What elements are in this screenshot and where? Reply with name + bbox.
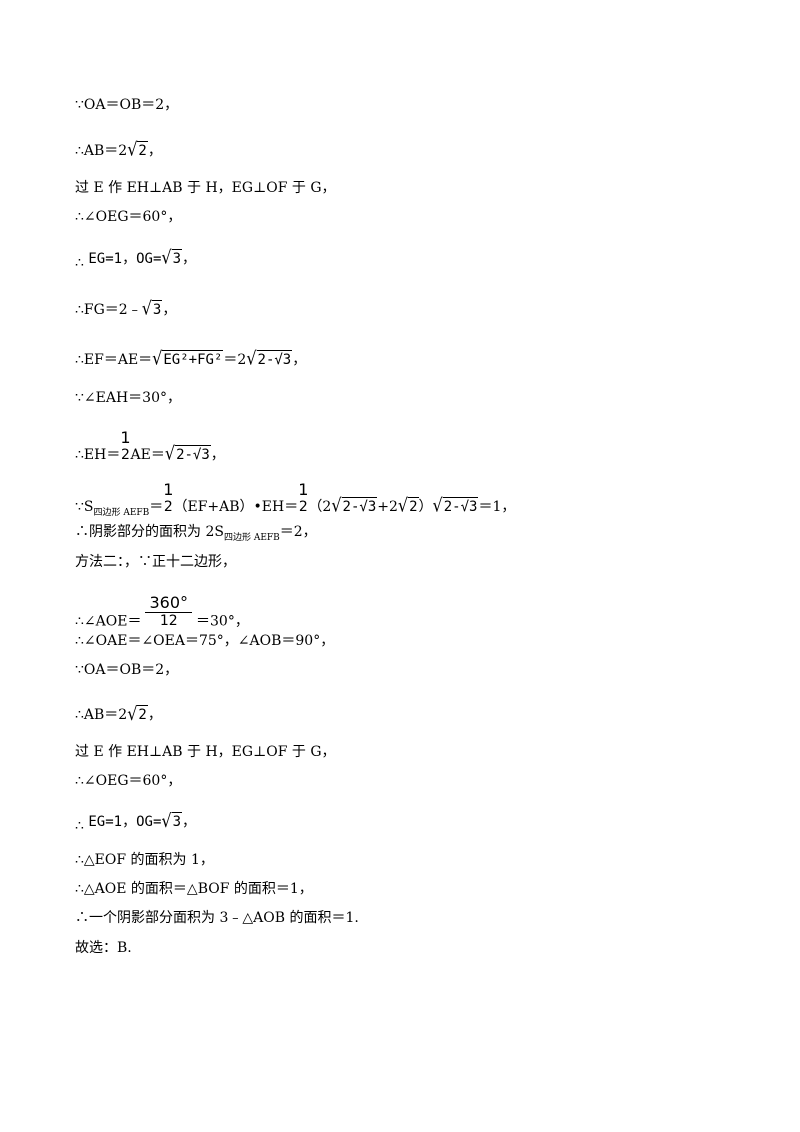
numerator: 360° bbox=[145, 594, 192, 613]
line-eof-area: ∴△EOF 的面积为 1， bbox=[75, 852, 214, 868]
line-ab-2: ∴AB＝2√2， bbox=[75, 702, 162, 725]
s-mid: （EF+AB）•EH＝ bbox=[173, 499, 299, 515]
ef-radicand-2: 2-√3 bbox=[256, 350, 293, 368]
s-radicand-2: 2 bbox=[408, 497, 419, 515]
s-eq: ＝ bbox=[149, 499, 164, 515]
therefore: ∴ bbox=[75, 818, 84, 834]
line-one-shaded-area: ∴一个阴影部分面积为 3﹣△AOB 的面积＝1. bbox=[75, 910, 359, 926]
eg-og-end: ， bbox=[182, 814, 197, 830]
line-eg-og: ∴ EG=1，OG=√3， bbox=[75, 246, 197, 271]
line-oa-ob-2: ∵OA＝OB＝2， bbox=[75, 662, 179, 678]
sqrt-symbol: √ bbox=[161, 246, 172, 269]
sqrt-symbol: √ bbox=[432, 494, 443, 517]
line-oa-ob: ∵OA＝OB＝2， bbox=[75, 97, 179, 113]
line-fg: ∴FG＝2﹣√3， bbox=[75, 297, 177, 320]
fraction-360-12: 360°12 bbox=[145, 594, 192, 629]
ef-text: ∴EF＝AE＝ bbox=[75, 352, 153, 368]
s-paren-close: ） bbox=[418, 499, 433, 515]
sqrt-symbol: √ bbox=[127, 702, 138, 725]
fg-radicand: 3 bbox=[151, 300, 163, 318]
og-radicand: 3 bbox=[171, 249, 183, 267]
og-radicand: 3 bbox=[171, 812, 183, 830]
ab-text: ∴AB＝2 bbox=[75, 143, 128, 159]
line-ef-ae: ∴EF＝AE＝√EG²+FG²＝2√2-√3， bbox=[75, 347, 307, 370]
line-method-two: 方法二：，∵正十二边形， bbox=[75, 554, 236, 570]
line-angle-oeg: ∴∠OEG＝60°， bbox=[75, 209, 182, 225]
ab-end: ， bbox=[147, 143, 162, 159]
eh-text: ∴EH＝ bbox=[75, 447, 121, 463]
ef-end: ， bbox=[292, 352, 307, 368]
shaded-end: ＝2， bbox=[279, 524, 317, 540]
numerator: 1 bbox=[120, 428, 131, 447]
sqrt-symbol: √ bbox=[246, 347, 257, 370]
line-angle-eah: ∵∠EAH＝30°， bbox=[75, 390, 181, 406]
shaded-text: ∴阴影部分的面积为 2S bbox=[75, 524, 224, 540]
ab-radicand: 2 bbox=[137, 705, 148, 723]
eh-end: ， bbox=[210, 447, 225, 463]
fg-end: ， bbox=[162, 302, 177, 318]
line-angle-aoe: ∴∠AOE＝360°12＝30°， bbox=[75, 594, 249, 639]
sqrt-symbol: √ bbox=[141, 297, 152, 320]
sqrt-symbol: √ bbox=[331, 494, 342, 517]
eh-radicand: 2-√3 bbox=[175, 445, 211, 463]
line-shaded-area: ∴阴影部分的面积为 2S四边形 AEFB＝2， bbox=[75, 523, 317, 547]
s-text: ∵S bbox=[75, 499, 94, 515]
ab-radicand: 2 bbox=[137, 141, 148, 159]
line-angles-75-90: ∴∠OAE＝∠OEA＝75°，∠AOB＝90°， bbox=[75, 633, 335, 649]
s-paren-open: （2 bbox=[308, 499, 332, 515]
aoe-text: ∴∠AOE＝ bbox=[75, 613, 142, 630]
line-construct-eh-2: 过 E 作 EH⊥AB 于 H，EG⊥OF 于 G， bbox=[75, 744, 336, 760]
shaded-subscript: 四边形 AEFB bbox=[223, 532, 280, 543]
ef-mid: ＝2 bbox=[223, 352, 247, 368]
sqrt-symbol: √ bbox=[152, 347, 163, 370]
s-radicand-1: 2-√3 bbox=[341, 497, 378, 515]
s-end: ＝1， bbox=[478, 499, 516, 515]
sqrt-symbol: √ bbox=[161, 809, 172, 832]
eh-mid: AE＝ bbox=[130, 447, 165, 463]
line-angle-oeg-2: ∴∠OEG＝60°， bbox=[75, 773, 182, 789]
sqrt-symbol: √ bbox=[397, 494, 409, 517]
aoe-end: ＝30°， bbox=[196, 613, 249, 630]
denominator: 12 bbox=[159, 613, 178, 629]
s-plus: +2 bbox=[377, 499, 398, 515]
ab-text: ∴AB＝2 bbox=[75, 707, 128, 723]
ab-end: ， bbox=[147, 707, 162, 723]
eg-og-text: EG=1，OG= bbox=[88, 251, 162, 267]
denominator: 2 bbox=[163, 499, 173, 515]
denominator: 2 bbox=[298, 499, 308, 515]
eg-og-end: ， bbox=[182, 251, 197, 267]
line-construct-eh: 过 E 作 EH⊥AB 于 H，EG⊥OF 于 G， bbox=[75, 180, 336, 196]
numerator: 1 bbox=[298, 480, 309, 499]
line-answer: 故选：B. bbox=[75, 940, 132, 956]
therefore: ∴ bbox=[75, 255, 84, 271]
sqrt-symbol: √ bbox=[127, 138, 138, 161]
s-radicand-3: 2-√3 bbox=[442, 497, 479, 515]
numerator: 1 bbox=[163, 480, 174, 499]
eg-og-text: EG=1，OG= bbox=[88, 814, 162, 830]
sqrt-symbol: √ bbox=[164, 442, 176, 465]
denominator: 2 bbox=[120, 447, 130, 463]
fg-text: ∴FG＝2﹣ bbox=[75, 302, 142, 318]
line-eg-og-2: ∴ EG=1，OG=√3， bbox=[75, 809, 197, 834]
line-aoe-bof-area: ∴△AOE 的面积＝△BOF 的面积＝1， bbox=[75, 881, 313, 897]
line-ab: ∴AB＝2√2， bbox=[75, 138, 162, 161]
s-subscript: 四边形 AEFB bbox=[93, 507, 150, 518]
ef-radicand: EG²+FG² bbox=[162, 350, 224, 368]
